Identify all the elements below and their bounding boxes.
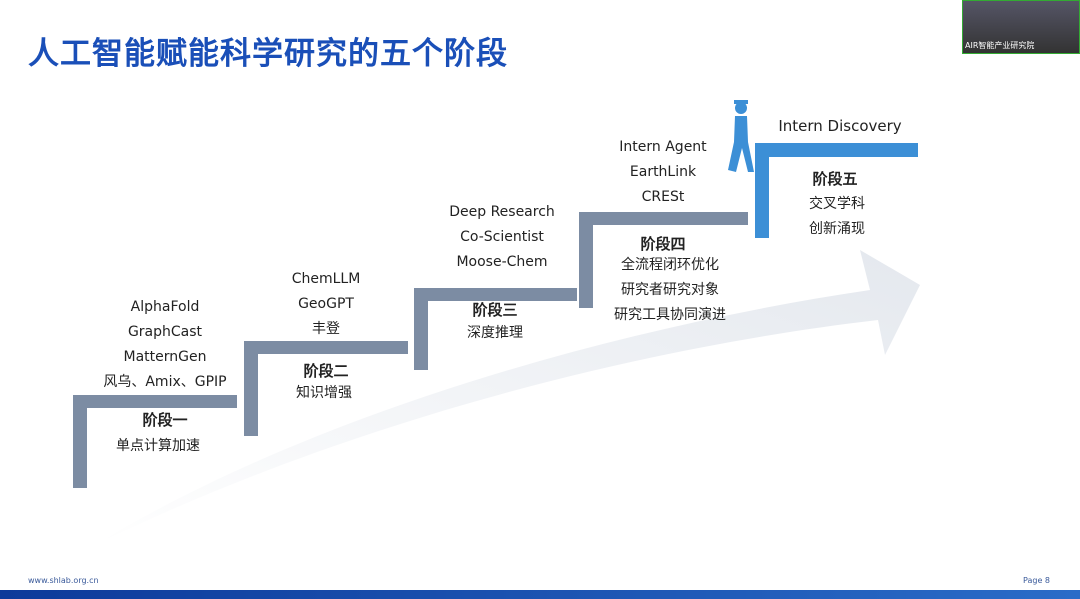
example: GeoGPT bbox=[298, 296, 354, 312]
stage-1-desc: 单点计算加速 bbox=[116, 438, 200, 454]
step-4-riser bbox=[579, 212, 593, 308]
step-1-top bbox=[73, 395, 237, 408]
stage-5-label: 阶段五 bbox=[812, 170, 858, 188]
desc-line: 创新涌现 bbox=[809, 221, 865, 237]
video-thumbnail[interactable]: AIR智能产业研究院 bbox=[962, 0, 1080, 54]
example: Intern Agent bbox=[619, 139, 707, 155]
example: ChemLLM bbox=[291, 271, 361, 287]
page-number: Page 8 bbox=[1023, 576, 1050, 585]
example: Moose-Chem bbox=[456, 254, 548, 270]
step-5-riser bbox=[755, 143, 769, 238]
example: Deep Research bbox=[449, 204, 555, 220]
example: MatternGen bbox=[123, 349, 207, 365]
stage-2-desc: 知识增强 bbox=[296, 385, 352, 401]
stage-3-label: 阶段三 bbox=[472, 301, 518, 319]
example: Co-Scientist bbox=[460, 229, 544, 245]
stage-2-examples: ChemLLM GeoGPT 丰登 bbox=[256, 267, 396, 342]
stage-4-label: 阶段四 bbox=[640, 235, 686, 253]
stage-3-desc: 深度推理 bbox=[467, 325, 523, 341]
stage-5-desc: 交叉学科 创新涌现 bbox=[767, 192, 907, 242]
step-3-riser bbox=[414, 288, 428, 370]
example: 丰登 bbox=[312, 321, 340, 337]
example: EarthLink bbox=[629, 164, 697, 180]
example: Intern Discovery bbox=[778, 117, 902, 135]
desc-line: 研究者研究对象 bbox=[621, 282, 719, 298]
camera-label: AIR智能产业研究院 bbox=[965, 41, 1035, 50]
footer-url: www.shlab.org.cn bbox=[28, 576, 99, 585]
stage-1-label: 阶段一 bbox=[142, 411, 188, 429]
stage-2-label: 阶段二 bbox=[303, 362, 349, 380]
example: AlphaFold bbox=[130, 299, 200, 315]
stage-3-examples: Deep Research Co-Scientist Moose-Chem bbox=[432, 200, 572, 275]
stage-4-desc: 全流程闭环优化 研究者研究对象 研究工具协同演进 bbox=[600, 253, 740, 328]
example: GraphCast bbox=[127, 324, 203, 340]
desc-line: 交叉学科 bbox=[809, 196, 865, 212]
step-1-riser bbox=[73, 395, 87, 488]
walking-person-icon bbox=[728, 100, 754, 172]
page-title: 人工智能赋能科学研究的五个阶段 bbox=[28, 36, 508, 72]
stage-4-examples: Intern Agent EarthLink CRESt bbox=[593, 135, 733, 210]
desc-line: 全流程闭环优化 bbox=[621, 257, 719, 273]
desc-line: 研究工具协同演进 bbox=[614, 307, 726, 323]
step-2-riser bbox=[244, 341, 258, 436]
stage-1-examples: AlphaFold GraphCast MatternGen 风乌、Amix、G… bbox=[95, 295, 235, 395]
step-4-top bbox=[579, 212, 748, 225]
footer-band bbox=[0, 590, 1080, 599]
stage-5-examples: Intern Discovery bbox=[770, 114, 910, 139]
step-5-top bbox=[755, 143, 918, 157]
example: 风乌、Amix、GPIP bbox=[103, 374, 227, 390]
example: CRESt bbox=[641, 189, 685, 205]
step-3-top bbox=[414, 288, 577, 301]
step-2-top bbox=[244, 341, 408, 354]
